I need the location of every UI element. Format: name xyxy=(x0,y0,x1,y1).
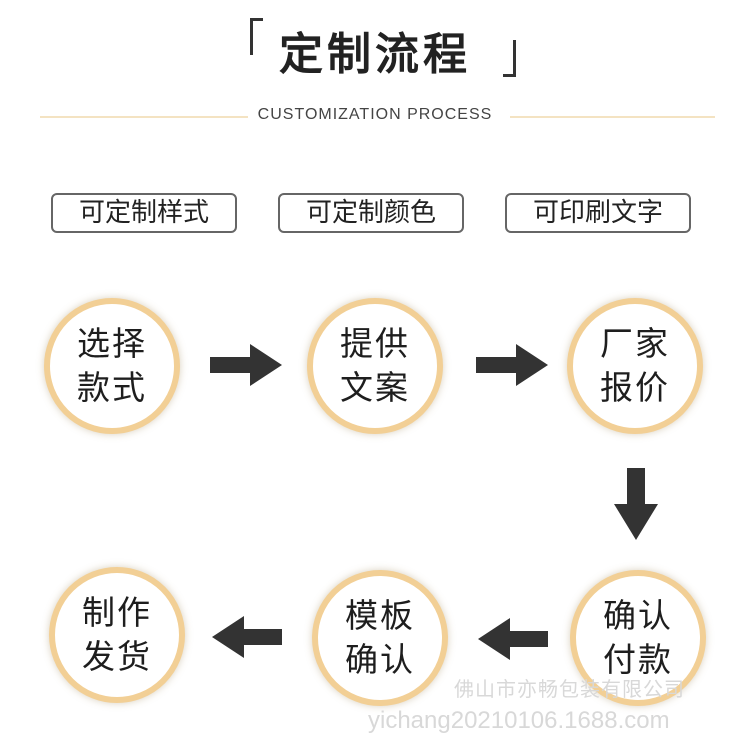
tag-custom-style: 可定制样式 xyxy=(51,193,237,233)
step-line: 厂家 xyxy=(600,324,670,363)
step-template-confirm: 模板 确认 xyxy=(312,570,448,706)
title-bracket-left xyxy=(250,18,263,55)
step-line: 付款 xyxy=(603,640,673,679)
tag-custom-color: 可定制颜色 xyxy=(278,193,464,233)
step-line: 确认 xyxy=(603,596,673,635)
arrow-left-icon xyxy=(212,616,282,658)
step-line: 确认 xyxy=(345,640,415,679)
step-line: 制作 xyxy=(82,593,152,632)
watermark-url: yichang20210106.1688.com xyxy=(368,707,670,734)
arrow-left-icon xyxy=(478,618,548,660)
divider-right xyxy=(510,116,715,118)
title-block: 定制流程 xyxy=(0,0,750,90)
arrow-right-icon xyxy=(476,344,548,386)
step-factory-quote: 厂家 报价 xyxy=(567,298,703,434)
subtitle: CUSTOMIZATION PROCESS xyxy=(257,106,493,123)
step-line: 选择 xyxy=(77,324,147,363)
page-title: 定制流程 xyxy=(279,29,471,80)
step-line: 文案 xyxy=(340,368,410,407)
step-line: 发货 xyxy=(82,637,152,676)
step-line: 提供 xyxy=(340,324,410,363)
subtitle-row: CUSTOMIZATION PROCESS xyxy=(0,104,750,130)
step-line: 款式 xyxy=(77,368,147,407)
step-produce-ship: 制作 发货 xyxy=(49,567,185,703)
step-choose-style: 选择 款式 xyxy=(44,298,180,434)
watermark-company: 佛山市亦畅包装有限公司 xyxy=(454,679,685,701)
arrow-right-icon xyxy=(210,344,282,386)
step-line: 模板 xyxy=(345,596,415,635)
arrow-down-icon xyxy=(614,468,658,540)
step-provide-copy: 提供 文案 xyxy=(307,298,443,434)
step-line: 报价 xyxy=(600,368,670,407)
tag-print-text: 可印刷文字 xyxy=(505,193,691,233)
title-bracket-right xyxy=(503,40,516,77)
divider-left xyxy=(40,116,248,118)
step-confirm-payment: 确认 付款 xyxy=(570,570,706,706)
